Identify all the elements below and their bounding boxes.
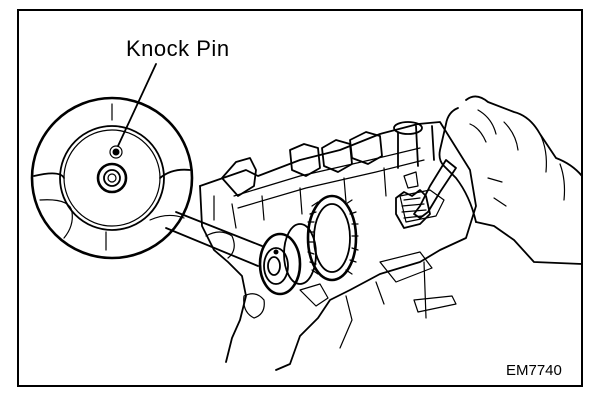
inset-outer-circle xyxy=(30,96,194,260)
mounting-bolt xyxy=(413,295,457,313)
camshaft-lower-line xyxy=(237,159,425,209)
hand-finger-lines xyxy=(469,109,519,151)
cam-cap-2 xyxy=(289,143,321,177)
figure-code: EM7740 xyxy=(506,362,562,379)
inset-lower-right-detail xyxy=(149,214,185,221)
head-lower-details xyxy=(339,281,385,349)
inset-camshaft-flange xyxy=(59,125,165,231)
cam-cap-1 xyxy=(221,157,257,197)
inset-connector-upper xyxy=(175,211,263,247)
camshaft-front-flange xyxy=(258,232,302,296)
hand-lower-outline xyxy=(475,221,583,265)
camshaft-bolt-hole xyxy=(103,169,121,187)
valve-spring-coils xyxy=(401,197,427,219)
inset-left-edge xyxy=(33,172,65,179)
head-lower-edge xyxy=(379,251,433,283)
wrench-jaw xyxy=(403,171,419,189)
camshaft-upper-line xyxy=(233,147,421,197)
valve-spring-group xyxy=(395,189,431,229)
camshaft-end xyxy=(96,162,128,194)
bolt-boss-1 xyxy=(243,293,265,319)
flange-middle xyxy=(263,247,289,285)
knock-pin xyxy=(112,148,120,156)
head-port-1 xyxy=(205,231,235,259)
bolt-shank xyxy=(423,261,427,319)
sleeve-cuff-lines xyxy=(539,133,566,201)
flange-bore xyxy=(267,256,281,276)
head-left-outline xyxy=(199,185,247,363)
hand-palm-outline xyxy=(438,107,477,223)
cylinder-head-assembly xyxy=(199,121,477,371)
knock-pin-ring xyxy=(109,145,123,159)
bolt-boss-2 xyxy=(299,283,329,307)
hand-wrist-outline xyxy=(465,95,583,177)
timing-gear-rim xyxy=(313,203,351,273)
inset-right-edge xyxy=(159,168,191,179)
camshaft-center xyxy=(107,173,117,183)
hand-knuckle-lines xyxy=(487,177,507,207)
flange-knock-pin xyxy=(273,249,279,255)
technician-hand xyxy=(403,95,583,265)
knock-pin-label: Knock Pin xyxy=(126,36,230,61)
lifter-top-1 xyxy=(393,121,423,135)
flange-outer xyxy=(258,232,302,296)
cam-cap-4 xyxy=(349,131,383,165)
inset-lower-left-detail xyxy=(39,199,73,239)
timing-gear-outline xyxy=(306,194,358,282)
figure-frame xyxy=(17,9,583,387)
camshaft-timing-gear xyxy=(283,194,359,285)
wrench-icon xyxy=(413,159,457,219)
callout-leader-line xyxy=(117,63,157,147)
head-top-outline xyxy=(199,121,477,371)
head-ribs xyxy=(213,167,387,229)
magnified-inset xyxy=(30,96,194,260)
